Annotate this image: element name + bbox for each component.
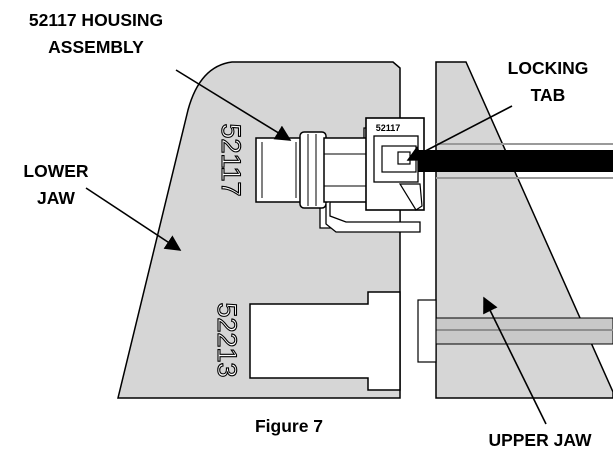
upper-jaw	[435, 61, 613, 399]
part-number-52213: 52213	[212, 302, 242, 377]
figure-caption: Figure 7	[255, 416, 323, 436]
lower-jaw-leader	[85, 187, 182, 251]
housing-assembly-label-line2: ASSEMBLY	[48, 37, 144, 57]
locking-tab-leader	[406, 105, 513, 161]
upper-jaw-label: UPPER JAW	[488, 430, 592, 450]
part-number-52117: 52117	[216, 123, 246, 196]
housing-part-marking: 52117	[376, 123, 401, 133]
upper-jaw-leader	[483, 296, 547, 425]
housing-assembly-leader	[175, 69, 292, 141]
housing-assembly-label-line1: 52117 HOUSING	[29, 10, 163, 30]
upper-jaw-slot-stub	[417, 299, 437, 363]
lower-jaw-label-line1: LOWER	[23, 161, 88, 181]
wire	[418, 150, 613, 172]
lower-jaw-label-line2: JAW	[37, 188, 75, 208]
locking-tab-label-line2: TAB	[531, 85, 566, 105]
lower-jaw-lower-cavity	[249, 291, 401, 391]
locking-tab-label-line1: LOCKING	[508, 58, 589, 78]
